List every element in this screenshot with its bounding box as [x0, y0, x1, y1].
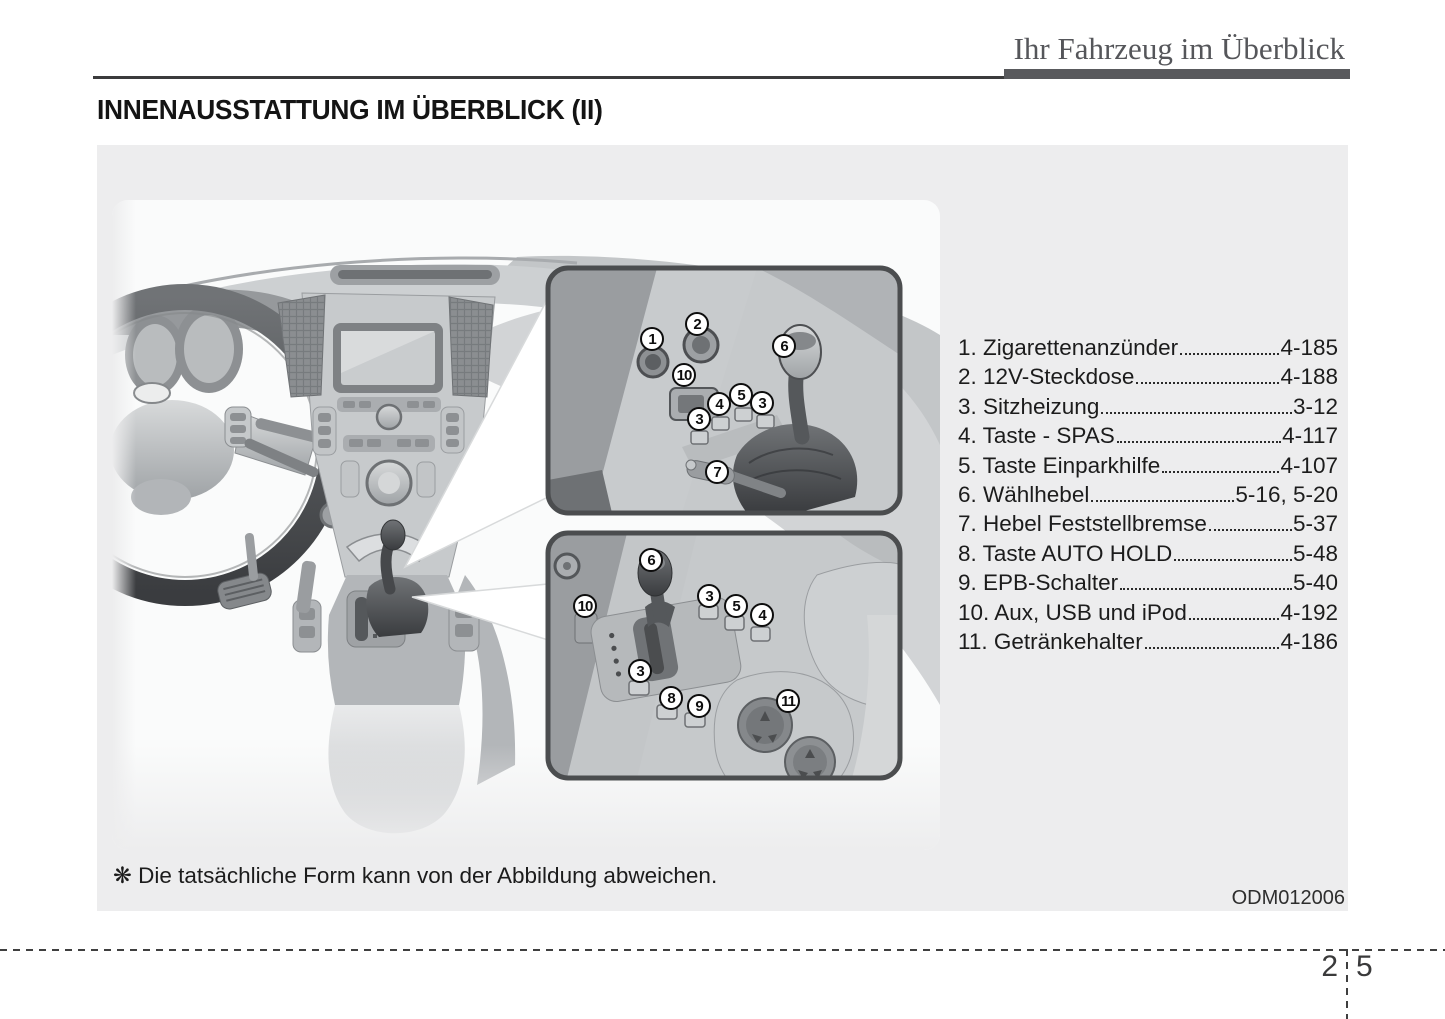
dot-leader — [1162, 470, 1280, 473]
dot-leader — [1174, 558, 1292, 561]
callout-marker: 4 — [750, 603, 774, 627]
header-rule-thin — [93, 76, 1004, 79]
legend-item: 4. Taste - SPAS 4-117 — [958, 423, 1338, 452]
legend-page-ref: 5-37 — [1292, 511, 1338, 537]
dot-leader — [1116, 441, 1282, 444]
legend-item: 8. Taste AUTO HOLD 5-48 — [958, 541, 1338, 570]
callout-marker: 6 — [772, 334, 796, 358]
legend-page-ref: 5-48 — [1292, 540, 1338, 566]
legend-list: 1. Zigarettenanzünder 4-185 2. 12V-Steckd… — [958, 335, 1338, 658]
legend-label: 2. 12V-Steckdose — [958, 364, 1135, 390]
legend-label: 7. Hebel Feststellbremse — [958, 511, 1207, 537]
figure-image-code: ODM012006 — [1231, 887, 1345, 909]
callout-marker: 4 — [707, 392, 731, 416]
legend-page-ref: 4-186 — [1280, 628, 1338, 654]
legend-page-ref: 3-12 — [1292, 393, 1338, 419]
legend-page-ref: 4-185 — [1280, 335, 1338, 360]
callout-marker: 9 — [687, 694, 711, 718]
dot-leader — [1101, 411, 1292, 414]
callout-marker: 1 — [640, 327, 664, 351]
legend-page-ref: 4-192 — [1280, 599, 1338, 625]
callout-marker: 5 — [724, 594, 748, 618]
chapter-title: Ihr Fahrzeug im Überblick — [1013, 31, 1345, 66]
dot-leader — [1208, 529, 1292, 532]
legend-label: 3. Sitzheizung — [958, 393, 1100, 419]
legend-label: 9. EPB-Schalter — [958, 570, 1119, 596]
legend-item: 11. Getränkehalter 4-186 — [958, 629, 1338, 658]
legend-page-ref: 4-107 — [1280, 452, 1338, 478]
dot-leader — [1188, 617, 1280, 620]
legend-item: 10. Aux, USB und iPod 4-192 — [958, 600, 1338, 629]
callout-marker: 8 — [659, 686, 683, 710]
legend-label: 6. Wählhebel — [958, 481, 1090, 507]
callout-marker: 6 — [639, 548, 663, 572]
legend-item: 6. Wählhebel 5-16, 5-20 — [958, 482, 1338, 511]
footer-divider-line — [1346, 949, 1348, 1019]
figure-panel: 1 2 6 10 3 4 5 3 7 6 10 3 5 4 3 8 9 11 1… — [97, 145, 1348, 911]
legend-label: 1. Zigarettenanzünder — [958, 335, 1179, 360]
callout-marker: 7 — [705, 460, 729, 484]
legend-page-ref: 5-16, 5-20 — [1235, 481, 1338, 507]
page-title: INNENAUSSTATTUNG IM ÜBERBLICK (II) — [97, 94, 603, 125]
callout-marker: 3 — [750, 391, 774, 415]
legend-item: 1. Zigarettenanzünder 4-185 — [958, 335, 1338, 364]
figure-note: ❋ Die tatsächliche Form kann von der Abb… — [113, 863, 718, 888]
page-number-chapter: 2 — [1321, 950, 1338, 983]
interior-illustration — [112, 200, 940, 850]
dot-leader — [1180, 353, 1280, 355]
callout-marker: 10 — [672, 363, 696, 387]
callout-marker: 3 — [687, 407, 711, 431]
legend-page-ref: 5-40 — [1292, 570, 1338, 596]
legend-label: 11. Getränkehalter — [958, 628, 1143, 654]
callout-marker: 3 — [697, 584, 721, 608]
legend-item: 7. Hebel Feststellbremse 5-37 — [958, 511, 1338, 540]
legend-item: 3. Sitzheizung 3-12 — [958, 394, 1338, 423]
legend-page-ref: 4-117 — [1282, 423, 1338, 449]
callout-marker: 2 — [685, 312, 709, 336]
legend-item: 9. EPB-Schalter 5-40 — [958, 570, 1338, 599]
callout-marker: 11 — [776, 689, 800, 713]
header-rule-thick — [1004, 69, 1350, 79]
legend-label: 8. Taste AUTO HOLD — [958, 540, 1173, 566]
legend-label: 4. Taste - SPAS — [958, 423, 1115, 449]
dot-leader — [1091, 499, 1235, 502]
dot-leader — [1144, 646, 1280, 649]
legend-item: 2. 12V-Steckdose 4-188 — [958, 364, 1338, 393]
footer-dashed-line — [0, 949, 1445, 951]
legend-label: 5. Taste Einparkhilfe — [958, 452, 1161, 478]
legend-page-ref: 4-188 — [1280, 364, 1338, 390]
dot-leader — [1120, 588, 1292, 591]
dot-leader — [1136, 382, 1280, 385]
callout-marker: 3 — [628, 659, 652, 683]
legend-item: 5. Taste Einparkhilfe 4-107 — [958, 453, 1338, 482]
legend-label: 10. Aux, USB und iPod — [958, 599, 1187, 625]
callout-marker: 10 — [573, 594, 597, 618]
page-number-page: 5 — [1356, 950, 1373, 983]
